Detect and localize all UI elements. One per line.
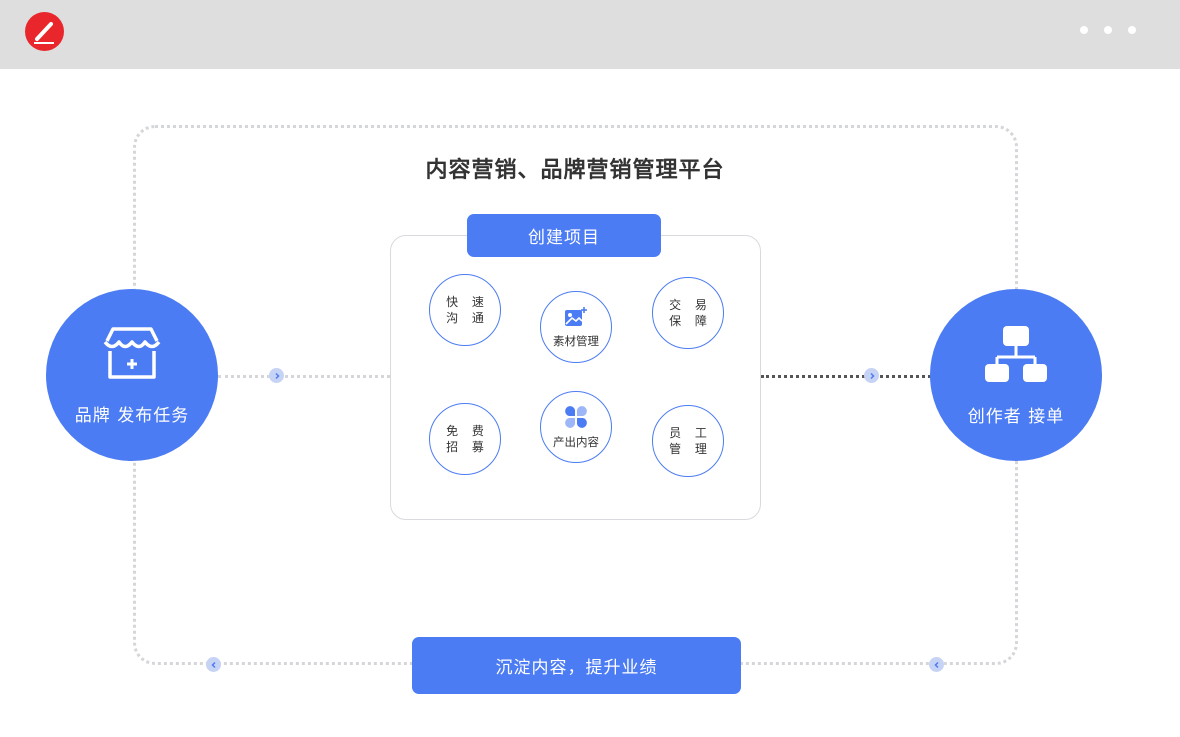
- feature-label: 免 费: [446, 424, 489, 438]
- left-connector-line: [218, 375, 390, 378]
- node-label: 创作者 接单: [967, 406, 1065, 427]
- hierarchy-icon: [983, 324, 1049, 388]
- feature-staff-management[interactable]: 员 工 管 理: [652, 405, 724, 477]
- creator-accept-node[interactable]: 创作者 接单: [930, 289, 1102, 461]
- feature-label: 管 理: [669, 442, 712, 456]
- pen-icon[interactable]: [25, 12, 64, 51]
- chevron-right-icon: [864, 368, 879, 383]
- create-project-panel: [390, 235, 761, 520]
- feature-material-management[interactable]: 素材管理: [540, 291, 612, 363]
- feature-produce-content[interactable]: 产出内容: [540, 391, 612, 463]
- petals-icon: [564, 405, 588, 432]
- feature-label: 招 募: [446, 440, 489, 454]
- store-icon: [101, 325, 163, 387]
- accumulate-content-button[interactable]: 沉淀内容，提升业绩: [412, 637, 741, 694]
- feature-quick-communication[interactable]: 快 速 沟 通: [429, 274, 501, 346]
- dot: [1128, 26, 1136, 34]
- chevron-left-icon: [929, 657, 944, 672]
- brand-publish-node[interactable]: 品牌 发布任务: [46, 289, 218, 461]
- chevron-left-icon: [206, 657, 221, 672]
- dot: [1104, 26, 1112, 34]
- feature-label: 交 易: [669, 298, 712, 312]
- create-project-header[interactable]: 创建项目: [467, 214, 661, 257]
- feature-label: 员 工: [669, 426, 712, 440]
- feature-label: 素材管理: [553, 334, 599, 348]
- feature-label: 保 障: [669, 314, 712, 328]
- feature-label: 快 速: [446, 295, 489, 309]
- window-topbar: [0, 0, 1180, 69]
- node-label: 品牌 发布任务: [74, 405, 190, 426]
- right-connector-line: [761, 375, 931, 378]
- feature-label: 沟 通: [446, 311, 489, 325]
- feature-trade-guarantee[interactable]: 交 易 保 障: [652, 277, 724, 349]
- diagram-title: 内容营销、品牌营销管理平台: [425, 158, 725, 183]
- feature-label: 产出内容: [553, 435, 599, 449]
- more-dots-icon[interactable]: [1080, 26, 1136, 34]
- feature-free-recruit[interactable]: 免 费 招 募: [429, 403, 501, 475]
- dot: [1080, 26, 1088, 34]
- image-icon: [564, 306, 588, 331]
- chevron-right-icon: [269, 368, 284, 383]
